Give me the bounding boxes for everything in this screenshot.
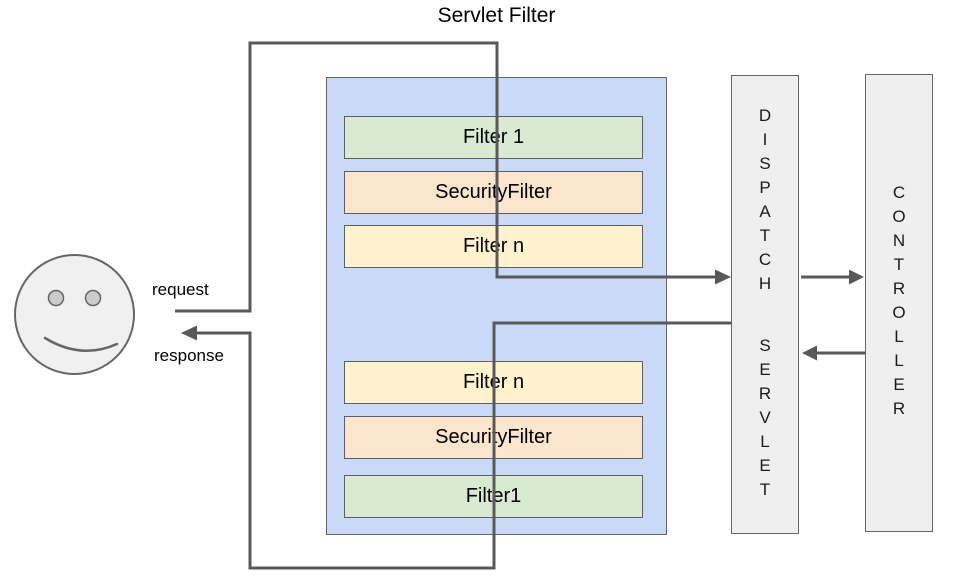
controller-label: CONTROLLER	[889, 183, 909, 423]
response-arrowhead-icon	[181, 325, 197, 341]
filter-bar-request-filtern: Filter n	[344, 225, 643, 268]
request-arrowhead-icon	[715, 269, 731, 285]
smiley-head	[14, 254, 135, 375]
smiley-eye-right	[84, 289, 102, 307]
filter-bar-request-securityfilter: SecurityFilter	[344, 171, 643, 214]
dispatch-servlet-box: DISPATCH SERVLET	[731, 75, 799, 534]
dispatch-servlet-label: DISPATCH SERVLET	[755, 105, 775, 504]
filter-bar-response-filtern: Filter n	[344, 361, 643, 404]
filter-bar-request-filter1: Filter 1	[344, 116, 643, 159]
response-label: response	[154, 346, 224, 365]
user-smiley-icon	[14, 254, 135, 375]
diagram-title: Servlet Filter	[437, 4, 556, 27]
controller-box: CONTROLLER	[865, 74, 933, 532]
request-label: request	[152, 280, 209, 299]
filter-bar-response-securityfilter: SecurityFilter	[344, 416, 643, 459]
filter-bar-response-filter1: Filter1	[344, 475, 643, 518]
dispatch-to-controller-arrowhead-icon	[849, 269, 864, 285]
smiley-mouth	[43, 336, 119, 352]
controller-to-dispatch-arrowhead-icon	[802, 345, 817, 361]
smiley-eye-left	[47, 289, 65, 307]
